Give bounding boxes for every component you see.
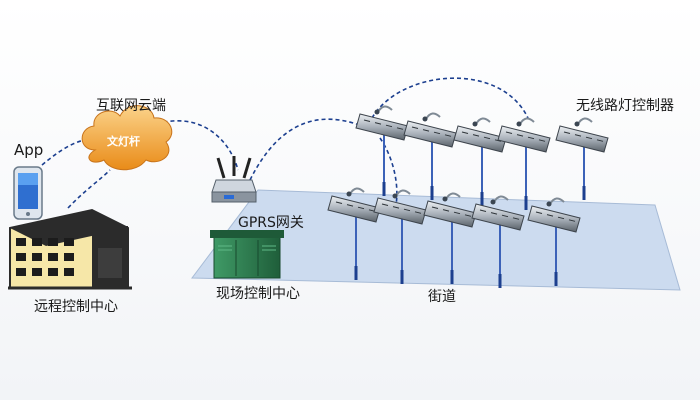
link-gateway-lamps: [249, 118, 363, 181]
cloud-title-label: 互联网云端: [96, 98, 166, 114]
street-label: 街道: [428, 289, 456, 305]
street-lamps: [327, 105, 609, 288]
street-lamp-icon: [423, 192, 477, 284]
street-lamp-icon: [355, 105, 409, 196]
cabinet-icon: [210, 230, 284, 279]
router-icon: [211, 156, 257, 203]
street-lamp-icon: [403, 112, 457, 200]
street-lamp-icon: [373, 189, 427, 284]
controller-label: 无线路灯控制器: [576, 98, 674, 114]
street-lamp-icon: [471, 195, 525, 288]
cloud-icon: [81, 105, 173, 171]
street-lamp-icon: [453, 117, 507, 206]
street-lamp-icon: [327, 187, 381, 280]
link-cloud-building: [67, 169, 111, 209]
gateway-label: GPRS网关: [238, 215, 304, 231]
cloud-badge-label: 文灯杆: [107, 135, 140, 148]
street-lamp-icon: [497, 117, 551, 210]
link-lamps-arc: [371, 77, 529, 119]
link-app-cloud: [41, 137, 96, 166]
building-icon: [8, 208, 132, 290]
street-lamp-icon: [555, 117, 609, 200]
field-center-label: 现场控制中心: [216, 286, 300, 302]
app-label: App: [14, 141, 44, 159]
smartphone-icon: [13, 166, 43, 220]
remote-center-label: 远程控制中心: [34, 299, 118, 315]
street-lamp-icon: [527, 197, 581, 286]
